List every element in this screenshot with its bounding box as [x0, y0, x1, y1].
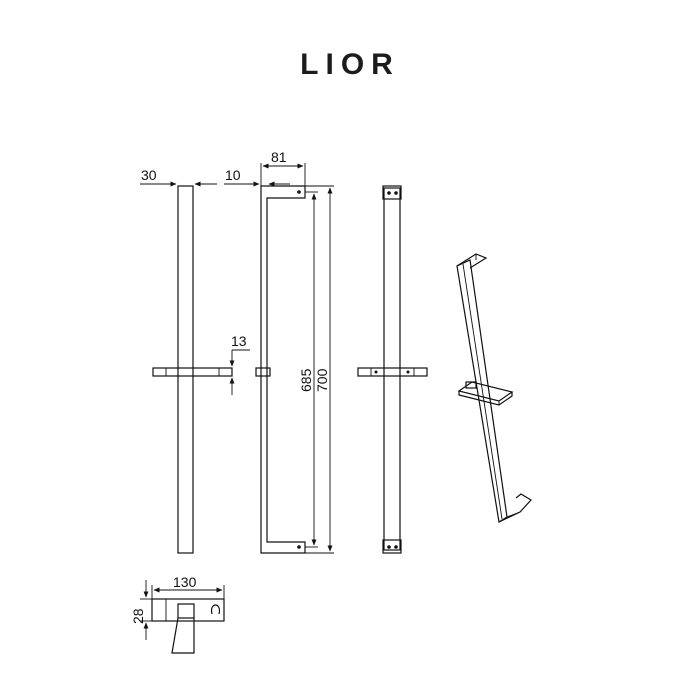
side-view: 81 10 685 700: [224, 149, 334, 554]
product-title: LIOR: [300, 48, 400, 81]
dim-holder-length: 130: [173, 574, 197, 590]
side-rail: [260, 185, 306, 554]
front-holder: [152, 367, 233, 377]
dim-bar-width: 30: [141, 167, 157, 183]
dim-hole-spacing: 685: [298, 368, 314, 392]
dim-holder-depth: 28: [130, 608, 146, 624]
back-holder: [357, 367, 428, 377]
iso-top-bracket: [456, 253, 488, 269]
dim-holder-thickness: 13: [231, 333, 247, 349]
top-view: 130 28: [130, 574, 225, 654]
back-rail: [383, 187, 401, 551]
iso-bottom-bracket: [498, 493, 532, 523]
front-rail: [177, 185, 194, 554]
isometric-view: [456, 253, 532, 523]
dim-depth: 81: [271, 149, 287, 165]
front-view: 30 13: [140, 167, 250, 554]
top-holder: [151, 598, 225, 622]
back-view: [357, 185, 428, 554]
iso-holder: [457, 381, 514, 402]
dim-wall-offset: 10: [225, 167, 241, 183]
top-hook: [210, 604, 221, 615]
side-holder: [255, 367, 271, 377]
dim-rail-length: 700: [314, 368, 330, 392]
top-rail-section: [171, 617, 195, 654]
